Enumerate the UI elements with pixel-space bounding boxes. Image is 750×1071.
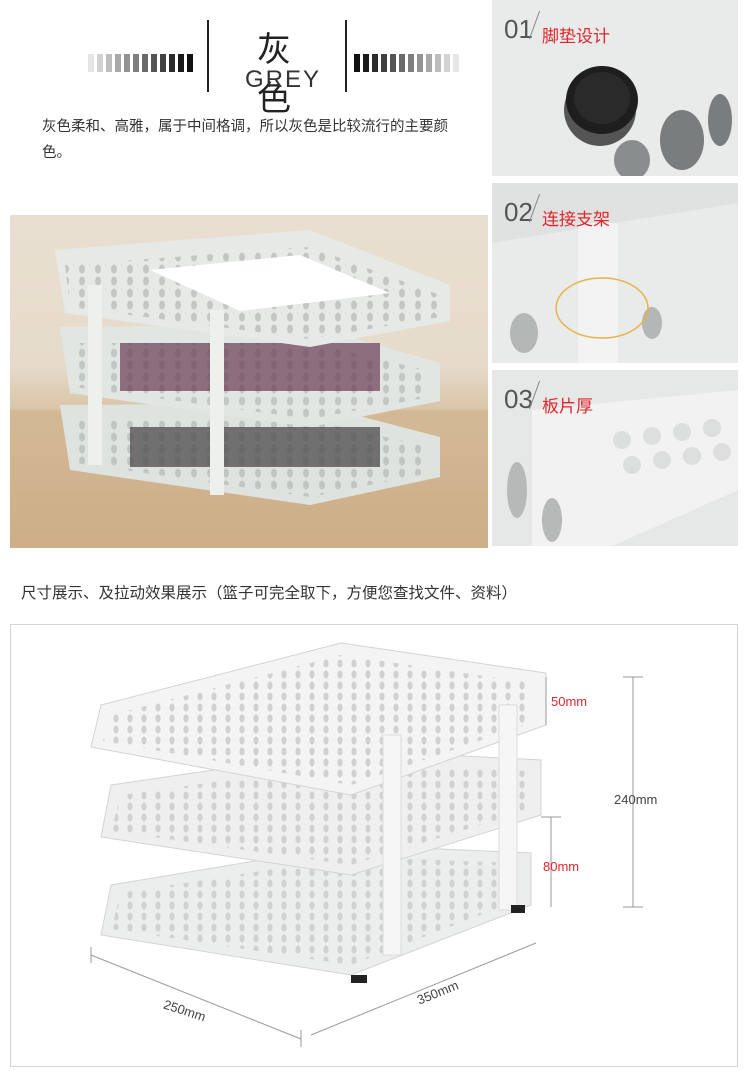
detail-card-thickness: 03 板片厚 (492, 370, 738, 546)
detail-card-foot-pad: 01 脚垫设计 (492, 0, 738, 176)
dim-total-height: 240mm (614, 792, 658, 807)
detail-label: 连接支架 (542, 210, 610, 230)
detail-card-connector: 02 连接支架 (492, 183, 738, 363)
detail-number: 02 (504, 197, 533, 227)
dim-tier-gap: 50mm (551, 694, 588, 709)
tray-dimension-illustration (90, 642, 643, 1047)
color-description: 灰色柔和、高雅，属于中间格调，所以灰色是比较流行的主要颜色。 (42, 119, 448, 161)
product-photo-main (10, 215, 488, 548)
dimension-diagram: 50mm 240mm 80mm 250mm 350mm (10, 624, 738, 1067)
decorative-stripes-right (354, 54, 459, 72)
detail-number: 03 (504, 384, 533, 414)
color-header-panel: 灰 色 GREY 灰色柔和、高雅，属于中间格调，所以灰色是比较流行的主要颜色。 (10, 0, 488, 215)
detail-label: 板片厚 (542, 397, 593, 417)
detail-label: 脚垫设计 (542, 27, 610, 47)
file-tray-illustration (10, 230, 488, 548)
section-caption: 尺寸展示、及拉动效果展示（篮子可完全取下，方便您查找文件、资料） (21, 584, 518, 602)
title-divider-left (207, 20, 209, 92)
detail-number: 01 (504, 14, 533, 44)
decorative-stripes-left (88, 54, 193, 72)
color-title-en: GREY (244, 66, 321, 93)
dim-tray-height: 80mm (543, 859, 580, 874)
title-divider-right (345, 20, 347, 92)
color-title-cn: 灰 色 (257, 30, 309, 119)
